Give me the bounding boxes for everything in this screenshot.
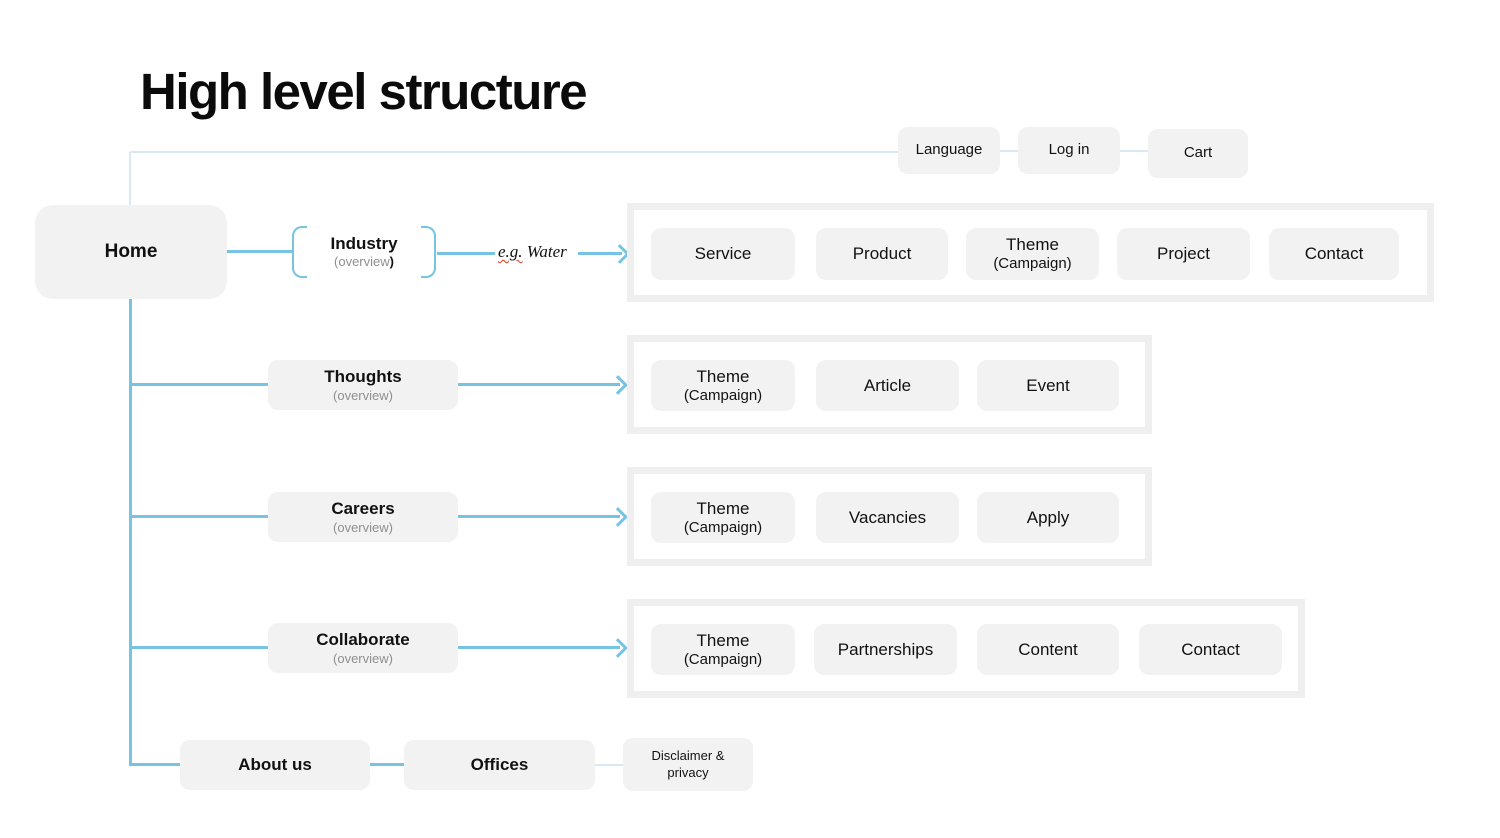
node-industry-sublabel: (overview): [334, 254, 394, 270]
example-annotation-word: Water: [522, 242, 567, 261]
connector-language-login: [1000, 150, 1018, 152]
arrowhead-group4-icon: [608, 638, 628, 658]
arrowhead-group3-icon: [608, 507, 628, 527]
node-article-label: Article: [863, 375, 912, 395]
node-disclaimer-line1: Disclaimer &: [651, 747, 725, 763]
node-offices[interactable]: Offices: [404, 740, 595, 790]
connector-spine-collaborate: [130, 646, 268, 649]
connector-login-cart: [1120, 150, 1148, 152]
node-service[interactable]: Service: [651, 228, 795, 280]
example-annotation-eg: e.g.: [498, 242, 523, 261]
node-article[interactable]: Article: [816, 360, 959, 411]
login-button[interactable]: Log in: [1018, 127, 1120, 174]
node-apply-label: Apply: [1026, 507, 1070, 527]
node-content-label: Content: [1018, 639, 1078, 659]
node-disclaimer-line2: privacy: [667, 764, 709, 780]
node-industry[interactable]: Industry (overview): [292, 226, 436, 278]
node-thoughts-sublabel: (overview): [333, 387, 393, 403]
node-industry-sublabel-text: (overview: [334, 254, 390, 270]
node-theme-thoughts-sublabel: (Campaign): [683, 386, 763, 404]
example-annotation: e.g. Water: [498, 242, 567, 262]
node-product-label: Product: [852, 244, 912, 264]
arrowhead-group2-icon: [608, 375, 628, 395]
node-theme-careers[interactable]: Theme (Campaign): [651, 492, 795, 543]
connector-offices-disclaimer: [595, 764, 623, 766]
node-about-us[interactable]: About us: [180, 740, 370, 790]
node-offices-label: Offices: [470, 755, 529, 775]
cart-button-label: Cart: [1183, 144, 1213, 162]
node-careers-sublabel: (overview): [333, 519, 393, 535]
node-content[interactable]: Content: [977, 624, 1119, 675]
connector-aboutus-offices: [370, 763, 404, 766]
node-apply[interactable]: Apply: [977, 492, 1119, 543]
connector-home-spine: [129, 299, 132, 766]
arrow-example-group1: [578, 252, 622, 255]
connector-spine-aboutus: [129, 763, 181, 766]
node-thoughts-label: Thoughts: [324, 367, 402, 387]
node-theme-collaborate[interactable]: Theme (Campaign): [651, 624, 795, 675]
node-theme-careers-label: Theme: [696, 498, 750, 518]
arrow-careers-group3: [458, 515, 620, 518]
node-theme-collaborate-sublabel: (Campaign): [683, 650, 763, 668]
node-partnerships[interactable]: Partnerships: [814, 624, 957, 675]
node-contact-industry-label: Contact: [1304, 244, 1364, 264]
node-collaborate-label: Collaborate: [316, 630, 410, 650]
node-theme-collaborate-label: Theme: [696, 630, 750, 650]
node-home[interactable]: Home: [35, 205, 227, 299]
node-vacancies-label: Vacancies: [848, 507, 927, 527]
node-product[interactable]: Product: [816, 228, 948, 280]
node-theme-careers-sublabel: (Campaign): [683, 518, 763, 536]
node-theme-industry-sublabel: (Campaign): [993, 255, 1072, 273]
node-partnerships-label: Partnerships: [837, 639, 934, 659]
connector-home-to-top: [129, 152, 131, 205]
connector-spine-careers: [130, 515, 268, 518]
language-button-label: Language: [915, 141, 983, 159]
bracket-left-icon: [292, 226, 307, 278]
node-disclaimer-privacy[interactable]: Disclaimer & privacy: [623, 738, 753, 791]
node-careers-label: Careers: [331, 499, 395, 519]
node-collaborate-sublabel: (overview): [333, 650, 393, 666]
arrow-thoughts-group2: [458, 383, 620, 386]
node-contact-collaborate[interactable]: Contact: [1139, 624, 1282, 675]
node-theme-industry[interactable]: Theme (Campaign): [966, 228, 1099, 280]
node-theme-industry-label: Theme: [1006, 235, 1059, 254]
node-event-label: Event: [1026, 375, 1070, 395]
login-button-label: Log in: [1048, 141, 1090, 159]
cart-button[interactable]: Cart: [1148, 129, 1248, 178]
node-theme-thoughts[interactable]: Theme (Campaign): [651, 360, 795, 411]
node-contact-industry[interactable]: Contact: [1269, 228, 1399, 280]
node-careers[interactable]: Careers (overview): [268, 492, 458, 542]
node-about-us-label: About us: [238, 755, 312, 775]
node-theme-thoughts-label: Theme: [696, 366, 750, 386]
connector-spine-thoughts: [130, 383, 268, 386]
connector-industry-example: [437, 252, 495, 255]
node-project-label: Project: [1157, 244, 1210, 264]
language-button[interactable]: Language: [898, 127, 1000, 174]
bracket-right-icon: [421, 226, 436, 278]
node-service-label: Service: [694, 244, 752, 264]
arrow-collaborate-group4: [458, 646, 620, 649]
page-title: High level structure: [140, 63, 588, 120]
node-collaborate[interactable]: Collaborate (overview): [268, 623, 458, 673]
node-industry-sublabel-close: ): [389, 254, 394, 270]
connector-top-horizontal: [130, 151, 898, 153]
connector-home-industry: [227, 250, 292, 253]
node-thoughts[interactable]: Thoughts (overview): [268, 360, 458, 410]
node-vacancies[interactable]: Vacancies: [816, 492, 959, 543]
node-event[interactable]: Event: [977, 360, 1119, 411]
node-project[interactable]: Project: [1117, 228, 1250, 280]
node-home-label: Home: [104, 241, 158, 263]
node-industry-label: Industry: [330, 234, 398, 253]
node-contact-collaborate-label: Contact: [1181, 639, 1240, 659]
